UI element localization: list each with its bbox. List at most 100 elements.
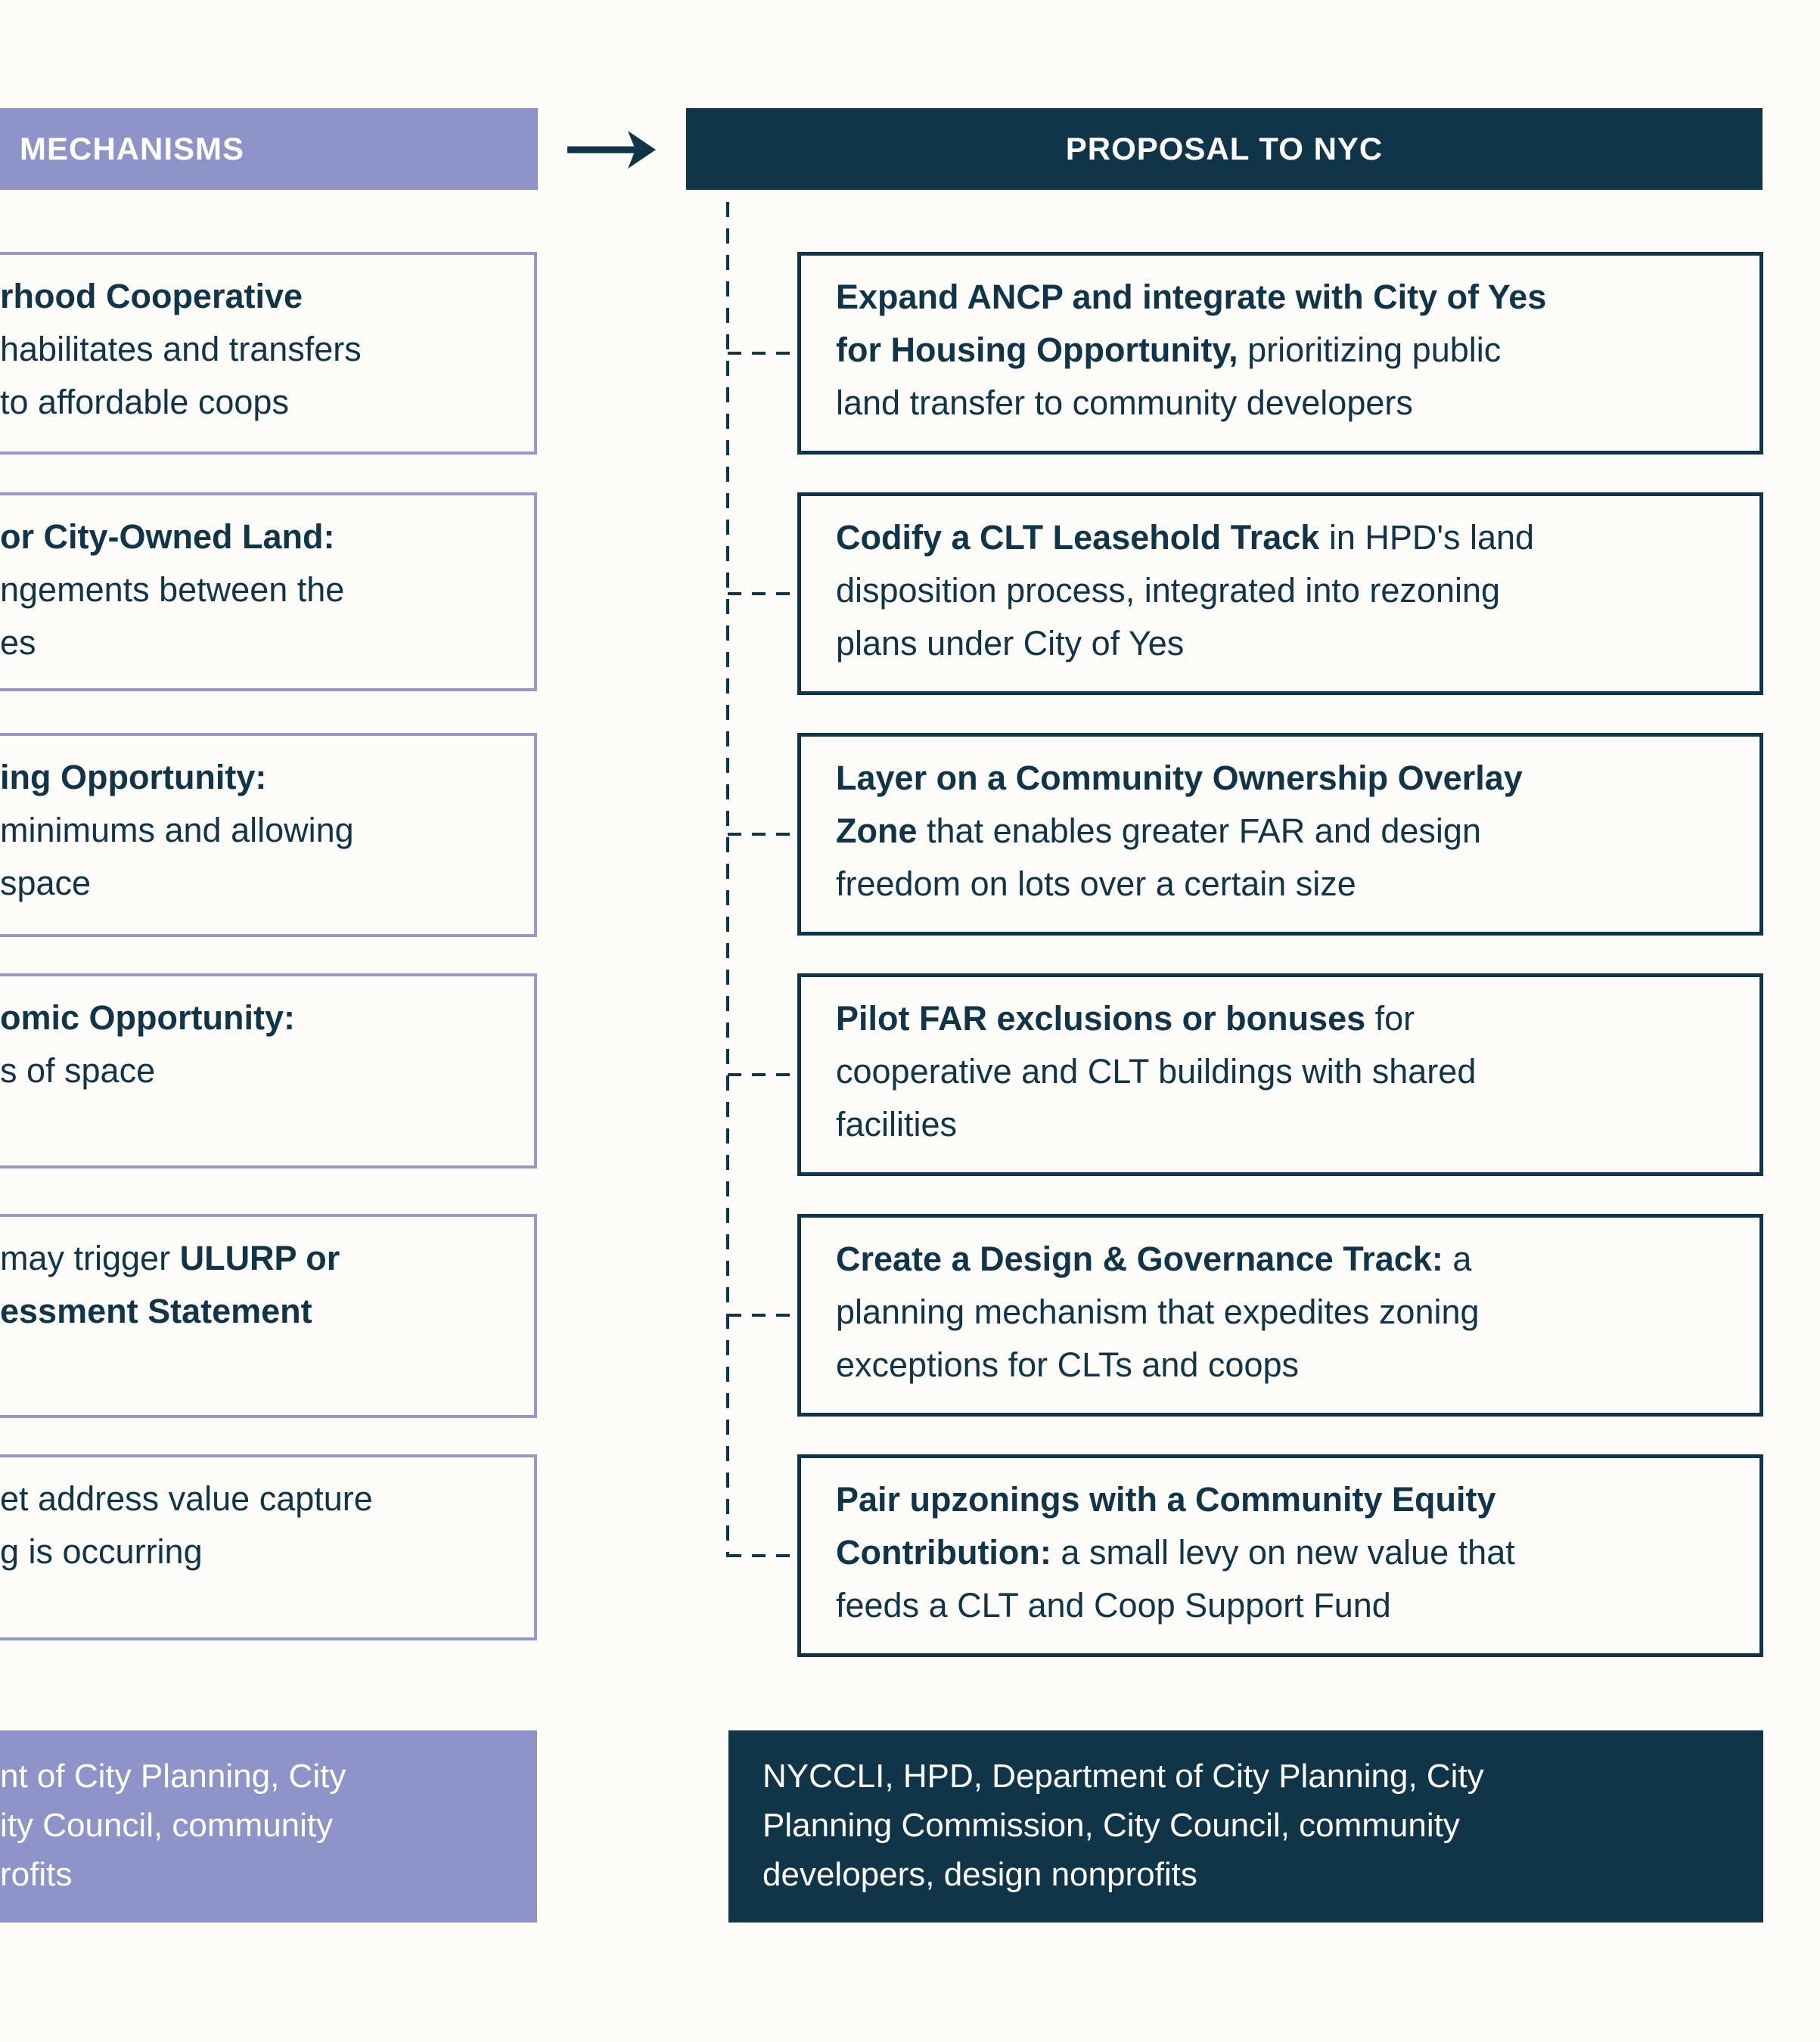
text-segment: disposition process, integrated into rez… <box>836 571 1501 610</box>
text-line: essment Statement <box>0 1285 526 1338</box>
text-line: habilitates and transfers <box>0 323 526 376</box>
text-line: land transfer to community developers <box>836 377 1744 430</box>
text-segment: space <box>0 864 92 902</box>
text-segment: cooperative and CLT buildings with share… <box>836 1052 1477 1091</box>
text-line: ing Opportunity: <box>0 751 526 804</box>
text-segment: prioritizing public <box>1238 331 1502 369</box>
mechanism-box: rhood Cooperative habilitates and transfe… <box>0 252 537 455</box>
text-segment: plans under City of Yes <box>836 624 1185 663</box>
mechanism-box: omic Opportunity: s of space <box>0 973 537 1168</box>
text-line: NYCCLI, HPD, Department of City Planning… <box>762 1758 1484 1795</box>
text-line: feeds a CLT and Coop Support Fund <box>836 1579 1744 1632</box>
text-line: omic Opportunity: <box>0 992 526 1044</box>
text-segment: es <box>0 623 36 662</box>
bold-text-segment: ULURP or <box>179 1239 340 1277</box>
bold-text-segment: Layer on a Community Ownership Overlay <box>836 759 1523 797</box>
text-segment: freedom on lots over a certain size <box>836 864 1356 903</box>
mechanisms-footer: nt of City Planning, City ity Council, co… <box>0 1730 537 1923</box>
proposal-header: PROPOSAL TO NYC <box>686 108 1763 190</box>
bold-text-segment: Create a Design & Governance Track: <box>836 1240 1443 1278</box>
bold-text-segment: or City-Owned Land: <box>0 517 335 556</box>
text-segment: a <box>1443 1240 1472 1278</box>
text-line: es <box>0 616 526 669</box>
text-line: disposition process, integrated into rez… <box>836 564 1744 617</box>
text-segment: habilitates and transfers <box>0 330 362 368</box>
proposal-box: Pilot FAR exclusions or bonuses for coope… <box>797 973 1763 1176</box>
text-line: Zone that enables greater FAR and design <box>836 805 1744 858</box>
text-line: to affordable coops <box>0 376 526 429</box>
text-segment: g is occurring <box>0 1532 203 1571</box>
text-segment: to affordable coops <box>0 383 289 421</box>
bold-text-segment: Expand ANCP and integrate with City of Y… <box>836 278 1547 316</box>
text-line: ity Council, community <box>0 1807 334 1844</box>
text-line: et address value capture <box>0 1473 526 1525</box>
proposal-footer: NYCCLI, HPD, Department of City Planning… <box>728 1730 1763 1923</box>
text-line: or City-Owned Land: <box>0 510 526 563</box>
bold-text-segment: Zone <box>836 812 918 850</box>
text-segment: that enables greater FAR and design <box>917 812 1481 850</box>
text-segment: minimums and allowing <box>0 811 354 849</box>
mechanisms-header-label: MECHANISMS <box>20 131 245 166</box>
bold-text-segment: ing Opportunity: <box>0 758 267 796</box>
dashed-connector <box>728 1073 797 1076</box>
mechanism-box: or City-Owned Land: ngements between the e… <box>0 492 537 691</box>
text-segment: feeds a CLT and Coop Support Fund <box>836 1586 1391 1625</box>
bold-text-segment: omic Opportunity: <box>0 998 295 1037</box>
flow-arrow-icon <box>567 131 656 169</box>
text-line: g is occurring <box>0 1525 526 1578</box>
text-line: nt of City Planning, City <box>0 1758 346 1795</box>
bold-text-segment: Codify a CLT Leasehold Track <box>836 518 1320 557</box>
text-segment: facilities <box>836 1105 958 1144</box>
text-line: Planning Commission, City Council, commu… <box>762 1807 1460 1844</box>
text-line: plans under City of Yes <box>836 617 1744 670</box>
text-line: developers, design nonprofits <box>762 1856 1197 1893</box>
dashed-spine-line <box>726 202 729 1557</box>
text-segment: et address value capture <box>0 1479 373 1518</box>
text-line: cooperative and CLT buildings with share… <box>836 1045 1744 1098</box>
bold-text-segment: for Housing Opportunity, <box>836 331 1238 369</box>
text-line: exceptions for CLTs and coops <box>836 1339 1744 1392</box>
proposal-box: Codify a CLT Leasehold Track in HPD's la… <box>797 492 1763 695</box>
proposal-header-label: PROPOSAL TO NYC <box>1065 131 1384 166</box>
text-line: Contribution: a small levy on new value … <box>836 1526 1744 1579</box>
proposal-box: Expand ANCP and integrate with City of Y… <box>797 252 1763 455</box>
text-line: freedom on lots over a certain size <box>836 858 1744 911</box>
text-line: Expand ANCP and integrate with City of Y… <box>836 271 1744 324</box>
text-line: rofits <box>0 1856 73 1893</box>
bold-text-segment: rhood Cooperative <box>0 277 303 315</box>
bold-text-segment: Pair upzonings with a Community Equity <box>836 1480 1496 1519</box>
text-segment: in HPD's land <box>1319 518 1535 557</box>
text-line: Pilot FAR exclusions or bonuses for <box>836 992 1744 1045</box>
dashed-connector <box>728 1314 797 1317</box>
text-line: Pair upzonings with a Community Equity <box>836 1473 1744 1526</box>
text-line: space <box>0 857 526 910</box>
text-segment: a small levy on new value that <box>1051 1533 1515 1572</box>
mechanism-box: may trigger ULURP or essment Statement <box>0 1214 537 1418</box>
text-line: may trigger ULURP or <box>0 1232 526 1285</box>
text-line: s of space <box>0 1044 526 1097</box>
text-line: minimums and allowing <box>0 804 526 857</box>
text-line: planning mechanism that expedites zoning <box>836 1286 1744 1339</box>
bold-text-segment: Contribution: <box>836 1533 1051 1572</box>
dashed-connector <box>728 1554 797 1557</box>
text-segment: ngements between the <box>0 570 345 609</box>
dashed-connector <box>728 592 797 595</box>
text-segment: may trigger <box>0 1239 180 1277</box>
text-line: Create a Design & Governance Track: a <box>836 1233 1744 1286</box>
text-segment: land transfer to community developers <box>836 383 1413 422</box>
dashed-connector <box>728 833 797 836</box>
mechanism-box: et address value capture g is occurring <box>0 1454 537 1640</box>
text-segment: s of space <box>0 1051 156 1090</box>
bold-text-segment: essment Statement <box>0 1292 312 1330</box>
text-line: ngements between the <box>0 563 526 616</box>
text-line: for Housing Opportunity, prioritizing pu… <box>836 324 1744 377</box>
dashed-connector <box>728 352 797 355</box>
text-line: Layer on a Community Ownership Overlay <box>836 752 1744 805</box>
mechanism-box: ing Opportunity: minimums and allowing spa… <box>0 733 537 937</box>
text-line: Codify a CLT Leasehold Track in HPD's la… <box>836 511 1744 564</box>
bold-text-segment: Pilot FAR exclusions or bonuses <box>836 999 1366 1038</box>
text-segment: exceptions for CLTs and coops <box>836 1345 1300 1384</box>
